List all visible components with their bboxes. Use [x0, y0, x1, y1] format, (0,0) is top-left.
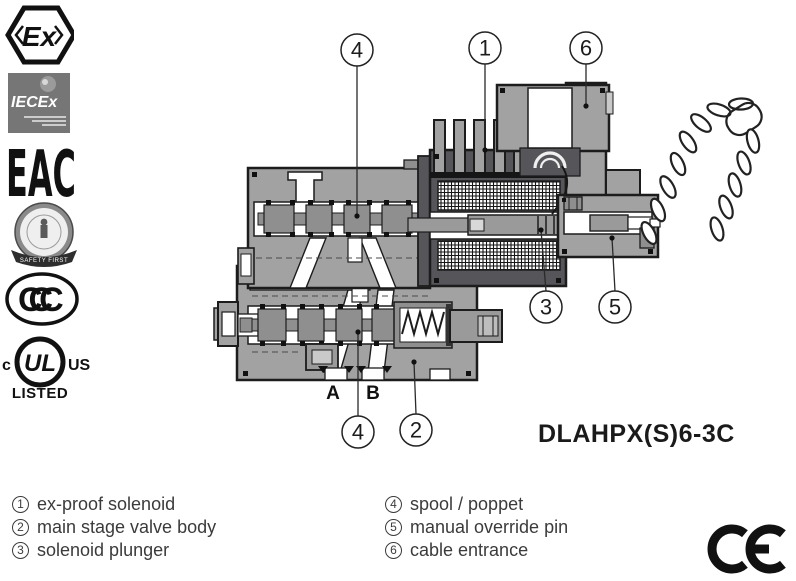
- callout-3: 3: [529, 290, 563, 324]
- hexagon-outline: [5, 5, 74, 65]
- legend-item-6: 6 cable entrance: [385, 540, 568, 560]
- svg-text:3: 3: [540, 295, 552, 320]
- coil-winding-upper: [437, 180, 561, 211]
- port-label-b: B: [366, 383, 380, 404]
- end-plug: [446, 304, 503, 346]
- legend-num-3: 3: [12, 541, 29, 559]
- callout-6: 6: [569, 31, 603, 65]
- svg-text:6: 6: [580, 36, 592, 61]
- push-rod: [407, 217, 475, 233]
- seal-ribbon-text: SAFETY FIRST: [20, 258, 68, 264]
- iecex-swoosh: [24, 116, 66, 126]
- iecex-label: IECEx: [11, 94, 58, 111]
- port-b: [361, 367, 385, 381]
- solenoid-plunger: [467, 214, 565, 236]
- legend-label-1: ex-proof solenoid: [37, 493, 176, 514]
- callout-4-top: 4: [340, 33, 374, 67]
- callout-4-bottom: 4: [341, 415, 375, 449]
- port-label-a: A: [326, 383, 340, 404]
- ccc-mark-icon: CCC: [5, 272, 79, 326]
- ce-letter-c: [707, 524, 748, 574]
- callout-leader-lines: [356, 64, 616, 416]
- callout-5: 5: [598, 290, 632, 324]
- seal-ribbon: [11, 250, 77, 267]
- leader-dots: [354, 103, 615, 365]
- ce-mark-icon: [707, 524, 786, 574]
- return-spring: [393, 301, 453, 349]
- legend-item-3: 3 solenoid plunger: [12, 540, 216, 560]
- svg-text:2: 2: [410, 418, 422, 443]
- pilot-spool: [253, 200, 427, 237]
- left-chevron: [14, 25, 24, 45]
- ul-label: UL: [24, 350, 56, 377]
- cable-loop: [533, 151, 567, 169]
- model-code: DLAHPX(S)6-3C: [538, 420, 735, 448]
- port-a: [324, 367, 348, 381]
- main-spool: [237, 304, 401, 346]
- legend-label-4: spool / poppet: [410, 493, 524, 514]
- coil-winding-lower: [437, 240, 561, 271]
- legend-num-5: 5: [385, 518, 402, 536]
- svg-text:4: 4: [351, 38, 363, 63]
- legend-item-4: 4 spool / poppet: [385, 494, 568, 514]
- approval-seal-icon: SAFETY FIRST: [11, 202, 77, 267]
- svg-text:1: 1: [479, 36, 491, 61]
- iecex-badge-icon: IECEx: [8, 73, 70, 133]
- bottom-plug: [305, 343, 339, 371]
- legend-item-5: 5 manual override pin: [385, 517, 568, 537]
- legend-num-4: 4: [385, 495, 402, 513]
- ul-listed-mark-icon: UL c US LISTED: [2, 336, 91, 402]
- legend-label-5: manual override pin: [410, 516, 569, 537]
- legend-num-1: 1: [12, 495, 29, 513]
- callout-2: 2: [399, 413, 433, 447]
- cable-entrance-housing: [495, 81, 614, 255]
- legend-label-6: cable entrance: [410, 539, 529, 560]
- atex-ex-hexagon-icon: Ex: [5, 5, 74, 65]
- eac-mark-icon: EAC: [6, 146, 76, 202]
- svg-text:4: 4: [352, 420, 364, 445]
- callout-1: 1: [468, 31, 502, 65]
- legend-num-6: 6: [385, 541, 402, 559]
- atex-label: Ex: [22, 21, 58, 52]
- pilot-valve-body: [237, 159, 432, 290]
- ul-prefix: c: [2, 357, 11, 374]
- legend-item-1: 1 ex-proof solenoid: [12, 494, 216, 514]
- legend-item-2: 2 main stage valve body: [12, 517, 216, 537]
- legend-right-column: 4 spool / poppet 5 manual override pin 6…: [385, 494, 568, 560]
- callout-balloons: 4 1 6 3 5 4 2: [340, 31, 632, 449]
- iecex-background: [8, 73, 70, 133]
- legend-num-2: 2: [12, 518, 29, 536]
- ul-suffix: US: [68, 357, 91, 374]
- eac-label: EAC: [6, 146, 76, 202]
- legend-label-3: solenoid plunger: [37, 539, 170, 560]
- anchor-screw: [563, 196, 583, 211]
- right-chevron: [54, 25, 64, 45]
- ul-listed-text: LISTED: [12, 385, 68, 402]
- legend-label-2: main stage valve body: [37, 516, 217, 537]
- svg-text:5: 5: [609, 295, 621, 320]
- protective-cap-chain: [640, 97, 763, 246]
- legend-left-column: 1 ex-proof solenoid 2 main stage valve b…: [12, 494, 216, 560]
